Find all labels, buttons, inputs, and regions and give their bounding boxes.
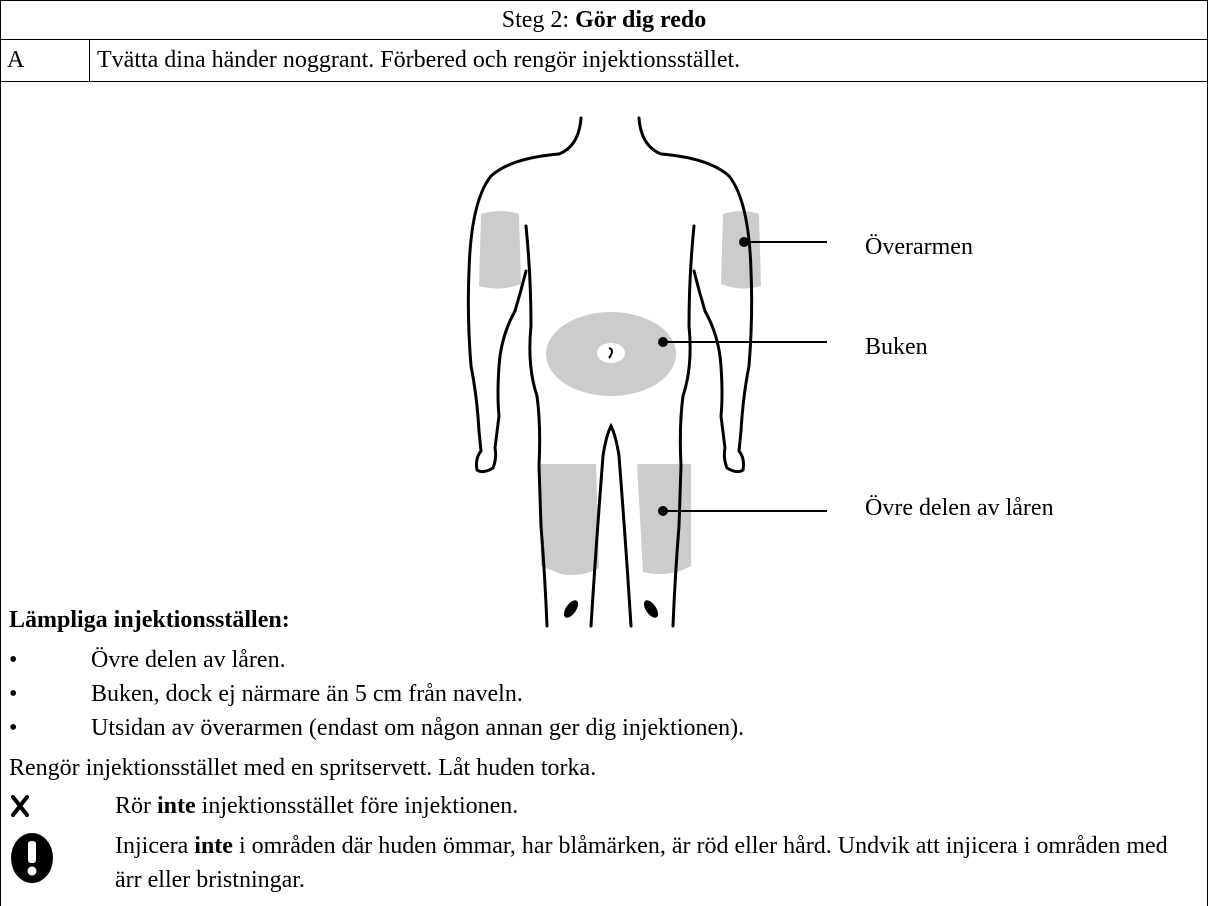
step-letter: A xyxy=(7,47,24,74)
label-abdomen: Buken xyxy=(865,334,928,361)
thigh-zone-left xyxy=(539,464,599,575)
warning-icon xyxy=(9,829,79,889)
bullet-icon: • xyxy=(9,677,17,711)
step-a-row: A Tvätta dina händer noggrant. Förbered … xyxy=(1,40,1207,82)
upper-arm-zone-left xyxy=(479,211,521,289)
clean-instruction: Rengör injektionsstället med en spritser… xyxy=(9,751,1199,785)
dont-touch-note: Rör inte injektionsstället före injektio… xyxy=(9,789,1199,823)
warning-text: Injicera inte i områden där huden ömmar,… xyxy=(115,829,1199,897)
step-title: Gör dig redo xyxy=(575,7,706,34)
list-item-text: Buken, dock ej närmare än 5 cm från nave… xyxy=(91,677,523,711)
dont-touch-text: Rör inte injektionsstället före injektio… xyxy=(115,789,1199,823)
warning-note: Injicera inte i områden där huden ömmar,… xyxy=(9,829,1199,897)
thigh-zone-right xyxy=(637,464,691,574)
body-diagram xyxy=(441,96,1141,646)
injection-site-info: Lämpliga injektionsställen: • Övre delen… xyxy=(9,603,1199,897)
bullet-icon: • xyxy=(9,711,17,745)
label-upper-arm: Överarmen xyxy=(865,234,973,261)
column-divider xyxy=(89,40,90,81)
label-thigh: Övre delen av låren xyxy=(865,495,1054,522)
bullet-icon: • xyxy=(9,643,17,677)
step-instruction: Tvätta dina händer noggrant. Förbered oc… xyxy=(97,47,740,74)
injection-site-figure: Överarmen Buken Övre delen av låren xyxy=(441,96,1141,646)
sites-heading: Lämpliga injektionsställen: xyxy=(9,603,1199,637)
list-item: • Buken, dock ej närmare än 5 cm från na… xyxy=(9,677,1199,711)
list-item-text: Utsidan av överarmen (endast om någon an… xyxy=(91,711,744,745)
step-header: Steg 2: Gör dig redo xyxy=(1,1,1207,40)
list-item: • Utsidan av överarmen (endast om någon … xyxy=(9,711,1199,745)
upper-arm-zone-right xyxy=(721,211,761,289)
list-item-text: Övre delen av låren. xyxy=(91,643,286,677)
step-prefix: Steg 2: xyxy=(502,7,569,34)
list-item: • Övre delen av låren. xyxy=(9,643,1199,677)
cross-icon xyxy=(9,789,79,823)
